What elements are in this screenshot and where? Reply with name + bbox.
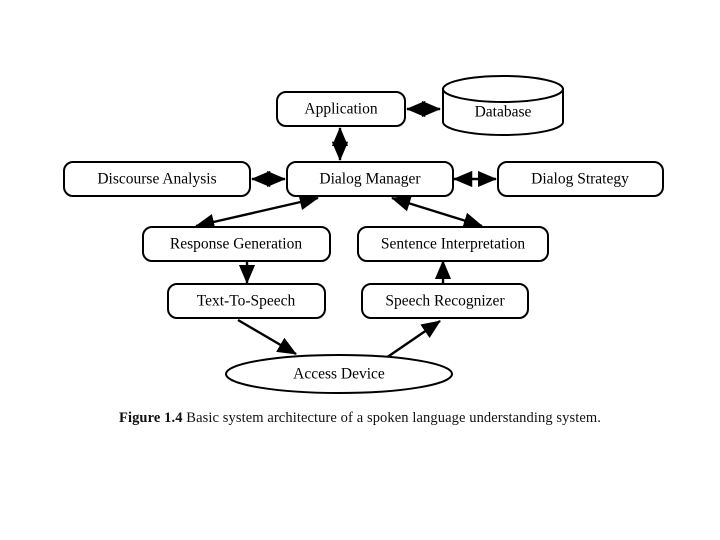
node-database[interactable]: Database xyxy=(442,75,564,136)
application-label: Application xyxy=(304,101,377,118)
figure-caption: Figure 1.4 Basic system architecture of … xyxy=(0,410,720,427)
database-cylinder-top xyxy=(442,75,564,103)
sentence-interpretation-box xyxy=(357,226,549,262)
edge-dialog-manager-response-generation xyxy=(195,194,319,230)
sentence-interpretation-label: Sentence Interpretation xyxy=(381,236,525,253)
dialog-manager-box xyxy=(286,161,454,197)
node-dialog-manager[interactable]: Dialog Manager xyxy=(286,161,454,197)
node-speech-recognizer[interactable]: Speech Recognizer xyxy=(361,283,529,319)
response-generation-box xyxy=(142,226,331,262)
figure-caption-label: Figure 1.4 xyxy=(119,410,183,426)
edge-access-device-speech-recognizer xyxy=(385,320,441,359)
speech-recognizer-box xyxy=(361,283,529,319)
edge-text-to-speech-access-device xyxy=(237,318,297,356)
dialog-manager-label: Dialog Manager xyxy=(319,171,421,188)
application-box xyxy=(276,91,406,127)
node-text-to-speech[interactable]: Text-To-Speech xyxy=(167,283,326,319)
figure-caption-text: Basic system architecture of a spoken la… xyxy=(186,410,601,426)
node-access-device[interactable]: Access Device xyxy=(225,354,453,394)
access-device-ellipse xyxy=(225,354,453,394)
node-discourse-analysis[interactable]: Discourse Analysis xyxy=(63,161,251,197)
access-device-label: Access Device xyxy=(293,366,385,383)
database-label: Database xyxy=(475,104,532,121)
text-to-speech-label: Text-To-Speech xyxy=(197,293,296,310)
dialog-strategy-label: Dialog Strategy xyxy=(531,171,629,188)
speech-recognizer-label: Speech Recognizer xyxy=(385,293,505,310)
dialog-strategy-box xyxy=(497,161,664,197)
response-generation-label: Response Generation xyxy=(170,236,302,253)
discourse-analysis-box xyxy=(63,161,251,197)
node-dialog-strategy[interactable]: Dialog Strategy xyxy=(497,161,664,197)
text-to-speech-box xyxy=(167,283,326,319)
node-sentence-interpretation[interactable]: Sentence Interpretation xyxy=(357,226,549,262)
edge-dialog-manager-sentence-interpretation xyxy=(391,195,483,229)
node-application[interactable]: Application xyxy=(276,91,406,127)
discourse-analysis-label: Discourse Analysis xyxy=(97,171,216,188)
node-response-generation[interactable]: Response Generation xyxy=(142,226,331,262)
